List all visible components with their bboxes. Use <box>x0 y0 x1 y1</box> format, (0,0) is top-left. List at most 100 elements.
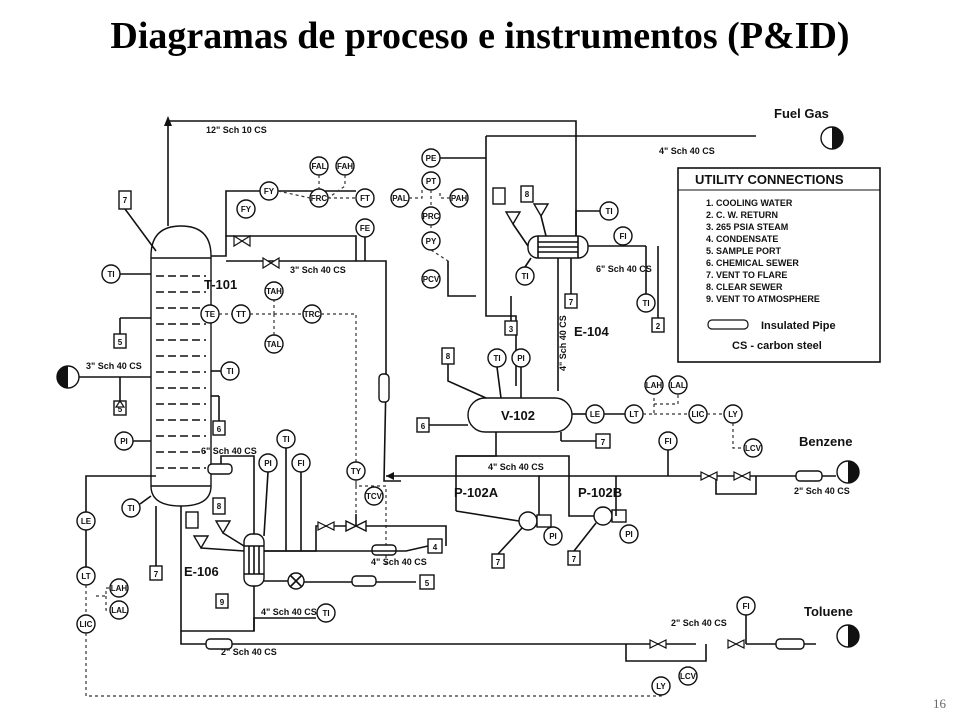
svg-text:LAH: LAH <box>646 381 663 390</box>
pump-p102a <box>518 511 552 531</box>
instrument-pi-reboiler: PI <box>258 453 278 537</box>
svg-text:FAL: FAL <box>311 162 326 171</box>
instrument-tcv-bubble: TCV <box>364 486 384 506</box>
label-v102: V-102 <box>501 408 535 423</box>
instrument-pi-pump-b: PI <box>619 524 639 544</box>
svg-text:PAL: PAL <box>392 194 408 203</box>
svg-text:PI: PI <box>264 459 272 468</box>
instrument-fe: FE <box>355 218 375 238</box>
svg-text:LT: LT <box>81 572 90 581</box>
stream-fuel-gas: Fuel Gas <box>774 106 829 121</box>
svg-text:6: 6 <box>421 422 426 431</box>
steam-trap-symbol <box>287 572 305 590</box>
condenser-e104 <box>527 235 589 259</box>
instrument-lic-column: LIC <box>76 614 96 634</box>
svg-text:FY: FY <box>241 205 252 214</box>
svg-text:9. VENT TO ATMOSPHERE: 9. VENT TO ATMOSPHERE <box>706 294 820 304</box>
svg-text:5: 5 <box>425 579 430 588</box>
instrument-lah-drum: LAH <box>644 375 664 395</box>
svg-text:TI: TI <box>642 299 649 308</box>
instrument-ti-column-bottom: TI <box>121 495 152 518</box>
svg-text:TE: TE <box>205 310 216 319</box>
pump-p102b <box>593 506 627 526</box>
instrument-tcv <box>345 514 367 533</box>
svg-text:PRC: PRC <box>423 212 440 221</box>
instrument-pi-column: PI <box>114 431 151 451</box>
instrument-lt-drum: LT <box>624 404 644 424</box>
stream-benzene: Benzene <box>799 434 852 449</box>
svg-text:TT: TT <box>236 310 246 319</box>
page-number: 16 <box>933 696 946 711</box>
svg-text:TI: TI <box>107 270 114 279</box>
svg-text:7: 7 <box>154 570 159 579</box>
instrument-fi-toluene: FI <box>736 596 756 644</box>
svg-text:8: 8 <box>525 190 530 199</box>
svg-text:FE: FE <box>360 224 371 233</box>
instrument-pah: PAH <box>449 188 469 208</box>
instrument-tal: TAL <box>264 334 284 354</box>
svg-text:FI: FI <box>297 459 304 468</box>
svg-text:FT: FT <box>360 194 370 203</box>
page-title: Diagramas de proceso e instrumentos (P&I… <box>110 15 850 57</box>
svg-text:LE: LE <box>590 410 601 419</box>
svg-text:FI: FI <box>664 437 671 446</box>
label-e106: E-106 <box>184 564 219 579</box>
svg-text:LIC: LIC <box>692 410 705 419</box>
pipe-label-benzene: 2" Sch 40 CS <box>794 486 850 496</box>
instrument-pi-drum: PI <box>511 348 531 398</box>
instrument-fah: FAH <box>335 156 355 176</box>
pipe-label-pump-suction: 4" Sch 40 CS <box>488 462 544 472</box>
svg-text:FRC: FRC <box>311 194 328 203</box>
svg-text:7: 7 <box>572 555 577 564</box>
instrument-trc-column: TRC <box>274 304 322 324</box>
svg-text:PI: PI <box>517 354 525 363</box>
svg-text:7: 7 <box>123 196 128 205</box>
svg-text:6: 6 <box>217 425 222 434</box>
svg-text:PI: PI <box>120 437 128 446</box>
instrument-lcv-drum: LCV <box>743 438 763 458</box>
svg-text:FI: FI <box>742 602 749 611</box>
instrument-prc: PRC <box>421 206 441 226</box>
svg-text:LAL: LAL <box>670 381 686 390</box>
svg-text:6. CHEMICAL SEWER: 6. CHEMICAL SEWER <box>706 258 799 268</box>
svg-text:TI: TI <box>322 609 329 618</box>
pipe-label-bottom-return: 2" Sch 40 CS <box>221 647 277 657</box>
instrument-ti-bottoms: TI <box>316 603 336 623</box>
svg-text:TI: TI <box>282 435 289 444</box>
svg-text:LE: LE <box>81 517 92 526</box>
label-p102b: P-102B <box>578 485 622 500</box>
instrument-ti-reboiler: TI <box>276 429 296 551</box>
svg-text:5: 5 <box>118 405 123 414</box>
pipe-label-condenser-out: 6" Sch 40 CS <box>596 264 652 274</box>
instrument-fi-condenser: FI <box>613 226 633 246</box>
instrument-pe: PE <box>421 148 441 168</box>
svg-text:PE: PE <box>426 154 437 163</box>
instrument-pi-pump-a: PI <box>543 526 563 546</box>
pipe-label-top-vapor: 3" Sch 40 CS <box>290 265 346 275</box>
pipe-label-steam: 4" Sch 40 CS <box>371 557 427 567</box>
svg-text:5: 5 <box>118 338 123 347</box>
svg-text:3: 3 <box>509 325 514 334</box>
instrument-fy: FY <box>259 181 279 201</box>
svg-text:8: 8 <box>446 352 451 361</box>
instrument-le-drum: LE <box>585 404 605 424</box>
instrument-fi-reboiler: FI <box>291 453 311 551</box>
svg-text:TI: TI <box>521 272 528 281</box>
instrument-lt-column: LT <box>76 566 96 586</box>
pipe-label-bottoms: 4" Sch 40 CS <box>261 607 317 617</box>
svg-text:CS - carbon steel: CS - carbon steel <box>732 340 822 352</box>
pipe-label-reboiler-return: 6" Sch 40 CS <box>201 446 257 456</box>
instrument-pt: PT <box>421 171 441 191</box>
svg-text:2: 2 <box>656 322 661 331</box>
svg-text:TI: TI <box>493 354 500 363</box>
label-e104: E-104 <box>574 324 609 339</box>
instrument-lic-drum: LIC <box>688 404 708 424</box>
instrument-ti-column-top: TI <box>101 264 151 284</box>
svg-text:LY: LY <box>728 410 738 419</box>
svg-text:PY: PY <box>426 237 437 246</box>
svg-text:8: 8 <box>217 502 222 511</box>
svg-text:LCV: LCV <box>745 444 762 453</box>
svg-text:9: 9 <box>220 598 225 607</box>
svg-text:TRC: TRC <box>304 310 321 319</box>
instrument-ti-drum: TI <box>487 348 507 399</box>
